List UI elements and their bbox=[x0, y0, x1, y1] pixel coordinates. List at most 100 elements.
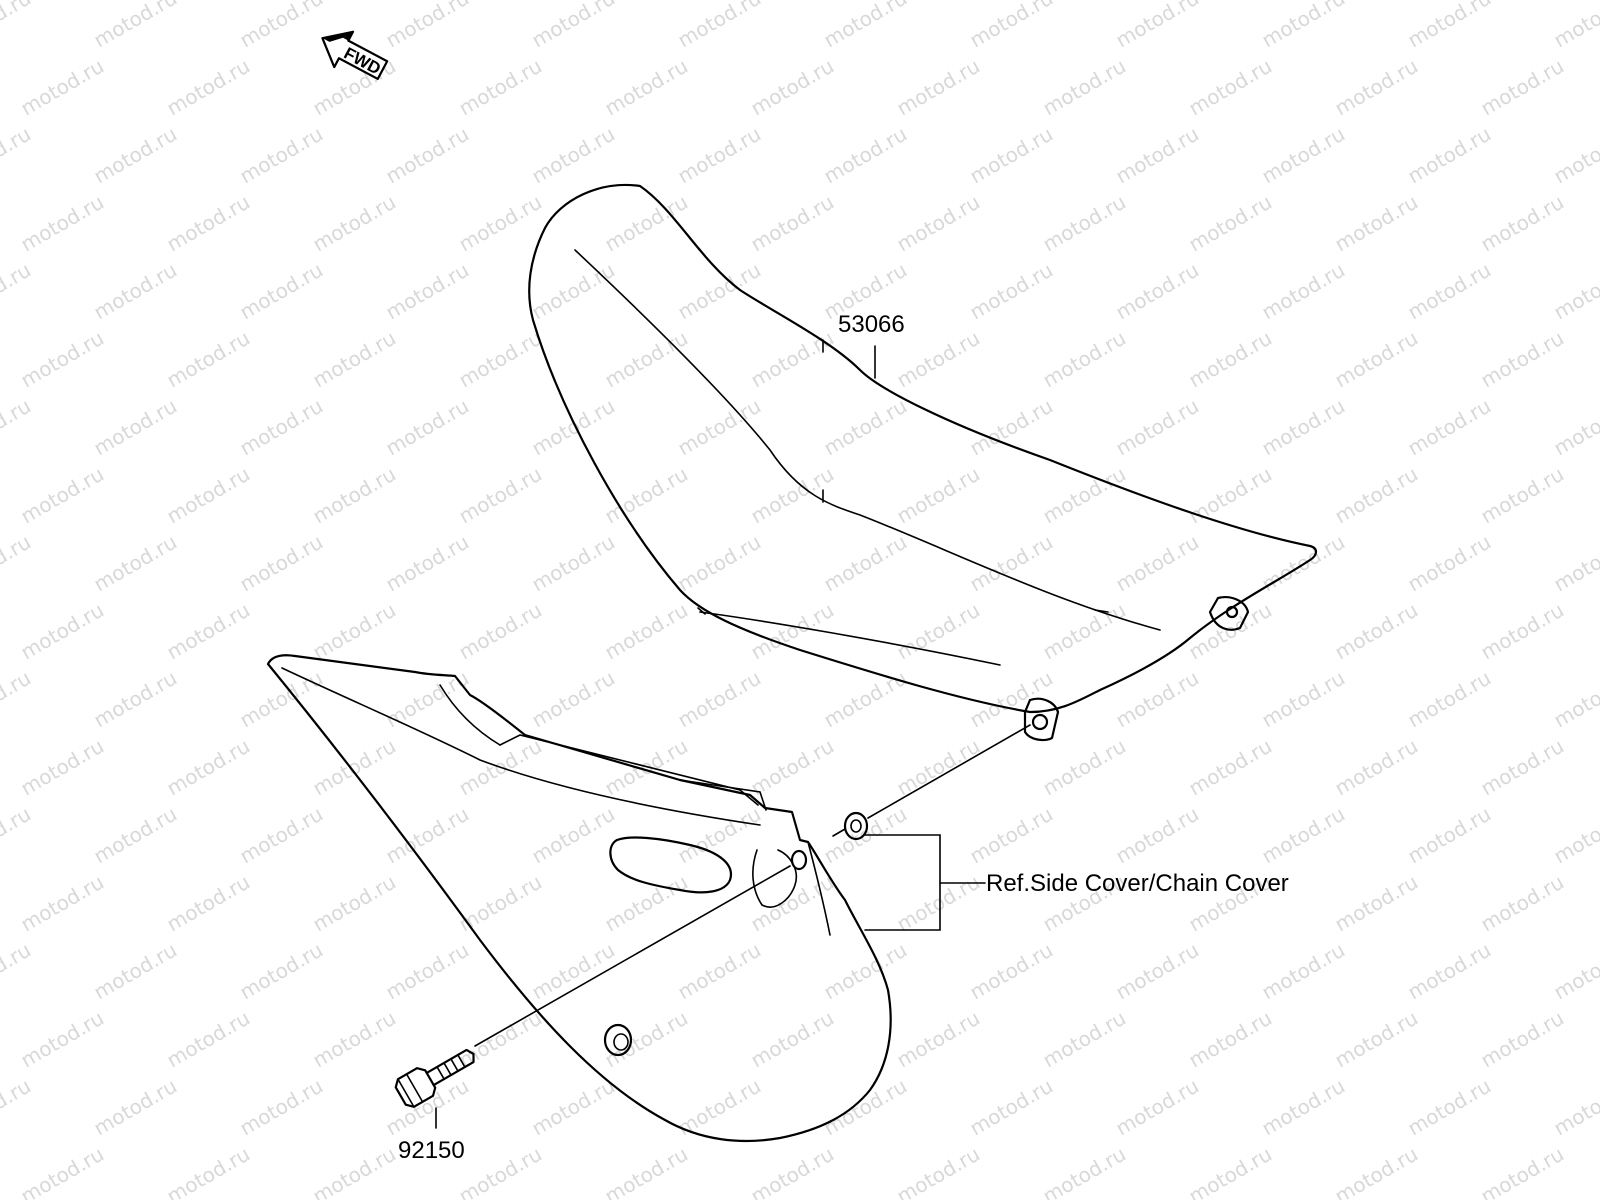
watermark-text: motod.ru bbox=[236, 258, 327, 325]
watermark-text: motod.ru bbox=[1550, 394, 1600, 461]
watermark-text: motod.ru bbox=[1039, 462, 1130, 529]
watermark-text: motod.ru bbox=[747, 190, 838, 257]
watermark-text: motod.ru bbox=[747, 326, 838, 393]
watermark-text: motod.ru bbox=[1404, 394, 1495, 461]
watermark-text: motod.ru bbox=[17, 190, 108, 257]
watermark-text: motod.ru bbox=[1112, 938, 1203, 1005]
watermark-text: motod.ru bbox=[893, 1142, 984, 1200]
watermark-text: motod.ru bbox=[163, 54, 254, 121]
watermark-text: motod.ru bbox=[0, 122, 35, 189]
watermark-text: motod.ru bbox=[966, 802, 1057, 869]
watermark-text: motod.ru bbox=[1331, 1006, 1422, 1073]
watermark-text: motod.ru bbox=[1477, 598, 1568, 665]
watermark-text: motod.ru bbox=[455, 190, 546, 257]
watermark-text: motod.ru bbox=[674, 530, 765, 597]
watermark-text: motod.ru bbox=[90, 1074, 181, 1141]
watermark-text: motod.ru bbox=[163, 462, 254, 529]
watermark-text: motod.ru bbox=[1112, 802, 1203, 869]
watermark-text: motod.ru bbox=[382, 530, 473, 597]
watermark-text: motod.ru bbox=[820, 530, 911, 597]
watermark-text: motod.ru bbox=[747, 734, 838, 801]
watermark-text: motod.ru bbox=[0, 0, 35, 52]
watermark-text: motod.ru bbox=[90, 122, 181, 189]
seat-part-number: 53066 bbox=[838, 311, 905, 338]
watermark-text: motod.ru bbox=[893, 462, 984, 529]
watermark-text: motod.ru bbox=[455, 326, 546, 393]
watermark-text: motod.ru bbox=[455, 462, 546, 529]
watermark-text: motod.ru bbox=[17, 870, 108, 937]
watermark-text: motod.ru bbox=[382, 258, 473, 325]
watermark-text: motod.ru bbox=[966, 530, 1057, 597]
watermark-text: motod.ru bbox=[455, 54, 546, 121]
watermark-text: motod.ru bbox=[309, 598, 400, 665]
watermark-text: motod.ru bbox=[1258, 938, 1349, 1005]
watermark-text: motod.ru bbox=[309, 870, 400, 937]
watermark-text: motod.ru bbox=[966, 394, 1057, 461]
watermark-text: motod.ru bbox=[1039, 734, 1130, 801]
watermark-text: motod.ru bbox=[893, 870, 984, 937]
watermark-text: motod.ru bbox=[17, 54, 108, 121]
watermark-text: motod.ru bbox=[1404, 258, 1495, 325]
watermark-text: motod.ru bbox=[1039, 326, 1130, 393]
watermark-text: motod.ru bbox=[90, 0, 181, 52]
watermark-text: motod.ru bbox=[1550, 0, 1600, 52]
watermark-text: motod.ru bbox=[163, 326, 254, 393]
watermark-text: motod.ru bbox=[1331, 190, 1422, 257]
watermark-text: motod.ru bbox=[893, 326, 984, 393]
watermark-text: motod.ru bbox=[1404, 0, 1495, 52]
watermark-text: motod.ru bbox=[17, 734, 108, 801]
watermark-text: motod.ru bbox=[382, 802, 473, 869]
watermark-text: motod.ru bbox=[1404, 122, 1495, 189]
watermark-text: motod.ru bbox=[163, 734, 254, 801]
watermark-text: motod.ru bbox=[1258, 802, 1349, 869]
watermark-text: motod.ru bbox=[1185, 1006, 1276, 1073]
watermark-text: motod.ru bbox=[1258, 0, 1349, 52]
watermark-text: motod.ru bbox=[163, 190, 254, 257]
watermark-text: motod.ru bbox=[1404, 938, 1495, 1005]
watermark-text: motod.ru bbox=[309, 462, 400, 529]
watermark-text: motod.ru bbox=[966, 938, 1057, 1005]
watermark-text: motod.ru bbox=[1185, 734, 1276, 801]
watermark-text: motod.ru bbox=[1112, 0, 1203, 52]
watermark-text: motod.ru bbox=[1258, 258, 1349, 325]
watermark-text: motod.ru bbox=[90, 394, 181, 461]
watermark-text: motod.ru bbox=[1550, 1074, 1600, 1141]
watermark-text: motod.ru bbox=[1258, 394, 1349, 461]
watermark-text: motod.ru bbox=[309, 734, 400, 801]
watermark-text: motod.ru bbox=[1404, 530, 1495, 597]
watermark-text: motod.ru bbox=[1185, 326, 1276, 393]
watermark-text: motod.ru bbox=[17, 1142, 108, 1200]
watermark-text: motod.ru bbox=[893, 54, 984, 121]
watermark-text: motod.ru bbox=[674, 938, 765, 1005]
watermark-text: motod.ru bbox=[236, 666, 327, 733]
watermark-text: motod.ru bbox=[0, 666, 35, 733]
watermark-text: motod.ru bbox=[1550, 530, 1600, 597]
watermark-text: motod.ru bbox=[601, 598, 692, 665]
watermark-text: motod.ru bbox=[674, 122, 765, 189]
watermark-text: motod.ru bbox=[1477, 190, 1568, 257]
watermark-text: motod.ru bbox=[528, 258, 619, 325]
watermark-text: motod.ru bbox=[893, 190, 984, 257]
leader-lines bbox=[435, 345, 1031, 1129]
watermark-text: motod.ru bbox=[528, 122, 619, 189]
watermark-text: motod.ru bbox=[1258, 530, 1349, 597]
watermark-text: motod.ru bbox=[893, 734, 984, 801]
watermark-text: motod.ru bbox=[163, 870, 254, 937]
watermark-text: motod.ru bbox=[674, 258, 765, 325]
watermark-text: motod.ru bbox=[820, 938, 911, 1005]
bolt-drawing bbox=[394, 1048, 475, 1108]
bolt-part-number: 92150 bbox=[398, 1137, 465, 1164]
watermark-text: motod.ru bbox=[966, 1074, 1057, 1141]
watermark-text: motod.ru bbox=[966, 122, 1057, 189]
watermark-text: motod.ru bbox=[820, 0, 911, 52]
watermark-text: motod.ru bbox=[1477, 54, 1568, 121]
watermark-text: motod.ru bbox=[528, 666, 619, 733]
watermark-text: motod.ru bbox=[455, 1142, 546, 1200]
watermark-text: motod.ru bbox=[1550, 122, 1600, 189]
watermark-text: motod.ru bbox=[1331, 326, 1422, 393]
watermark-text: motod.ru bbox=[1039, 1006, 1130, 1073]
watermark-text: motod.ru bbox=[674, 0, 765, 52]
watermark-text: motod.ru bbox=[382, 666, 473, 733]
watermark-text: motod.ru bbox=[236, 122, 327, 189]
